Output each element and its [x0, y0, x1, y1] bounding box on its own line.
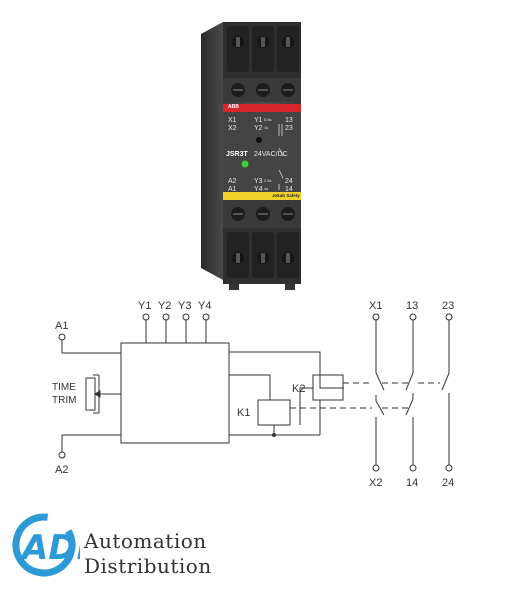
relay-coil-k1	[257, 399, 291, 426]
relay-voltage: 24VAC/DC	[254, 151, 288, 158]
relay-y2: Y2	[254, 125, 263, 132]
relay-t13: 13	[285, 117, 293, 124]
power-led	[241, 160, 249, 168]
terminal-a1[interactable]	[58, 333, 66, 341]
label-a1: A1	[55, 320, 68, 332]
relay-t24: 24	[285, 178, 293, 185]
terminal-a2[interactable]	[58, 451, 66, 459]
relay-x2: X2	[228, 125, 237, 132]
label-y3: Y3	[178, 300, 191, 312]
terminal-x1[interactable]	[372, 313, 380, 321]
label-13: 13	[406, 300, 418, 312]
label-a2: A2	[55, 464, 68, 476]
label-k1: K1	[237, 407, 250, 419]
terminal-y4[interactable]	[202, 313, 210, 321]
relay-body	[201, 22, 301, 290]
time-trim-pot[interactable]	[256, 137, 262, 143]
relay-series: Jokab Safety	[272, 193, 300, 198]
terminal-13[interactable]	[409, 313, 417, 321]
adi-logo: ADI	[12, 513, 80, 577]
terminal-y2[interactable]	[162, 313, 170, 321]
relay-y4-time: 4s	[264, 186, 269, 191]
label-x1: X1	[369, 300, 382, 312]
relay-a1: A1	[228, 186, 237, 193]
relay-contact-symbol	[278, 124, 284, 190]
terminal-y3[interactable]	[182, 313, 190, 321]
wiring-schematic: A1 A2 Y1 Y2 Y3 Y4 TIME TRIM K1 K2 X1 X2 …	[52, 300, 454, 489]
brand-line-1: Automation	[84, 529, 207, 553]
label-k2: K2	[292, 383, 305, 395]
relay-a2: A2	[228, 178, 237, 185]
label-x2: X2	[369, 477, 382, 489]
adi-logo-text: ADI	[19, 528, 80, 568]
relay-x1: X1	[228, 117, 237, 124]
relay-t14: 14	[285, 186, 293, 193]
relay-y2-time: 1s	[264, 125, 269, 130]
top-screws	[231, 83, 295, 97]
top-terminals	[227, 26, 299, 72]
yellow-strip	[223, 192, 301, 200]
label-y2: Y2	[158, 300, 171, 312]
relay-y3: Y3	[254, 178, 263, 185]
bottom-terminals	[227, 232, 299, 278]
relay-y1: Y1	[254, 117, 263, 124]
terminal-14[interactable]	[409, 464, 417, 472]
label-time: TIME	[52, 382, 76, 393]
terminal-y1[interactable]	[142, 313, 150, 321]
red-strip	[223, 104, 301, 112]
relay-y1-time: 0.5s	[264, 117, 272, 122]
timer-module-box	[120, 342, 230, 444]
terminal-24[interactable]	[445, 464, 453, 472]
time-trim-potentiometer	[85, 377, 96, 411]
label-14: 14	[406, 477, 418, 489]
bottom-screws	[231, 207, 295, 221]
relay-t23: 23	[285, 125, 293, 132]
brand-line-2: Distribution	[84, 554, 212, 578]
label-y1: Y1	[138, 300, 151, 312]
label-y4: Y4	[198, 300, 211, 312]
terminal-x2[interactable]	[372, 464, 380, 472]
relay-brand-logo: ABB	[228, 104, 239, 110]
label-trim: TRIM	[52, 395, 76, 406]
label-23: 23	[442, 300, 454, 312]
relay-model: JSR3T	[226, 151, 248, 158]
relay-y4: Y4	[254, 186, 263, 193]
terminal-23[interactable]	[445, 313, 453, 321]
label-24: 24	[442, 477, 454, 489]
relay-product-image: ABB X1 X2 Y1 0.5s Y2 1s 13 23 JSR3T 24VA…	[195, 0, 320, 300]
relay-y3-time: 2.5s	[264, 178, 272, 183]
